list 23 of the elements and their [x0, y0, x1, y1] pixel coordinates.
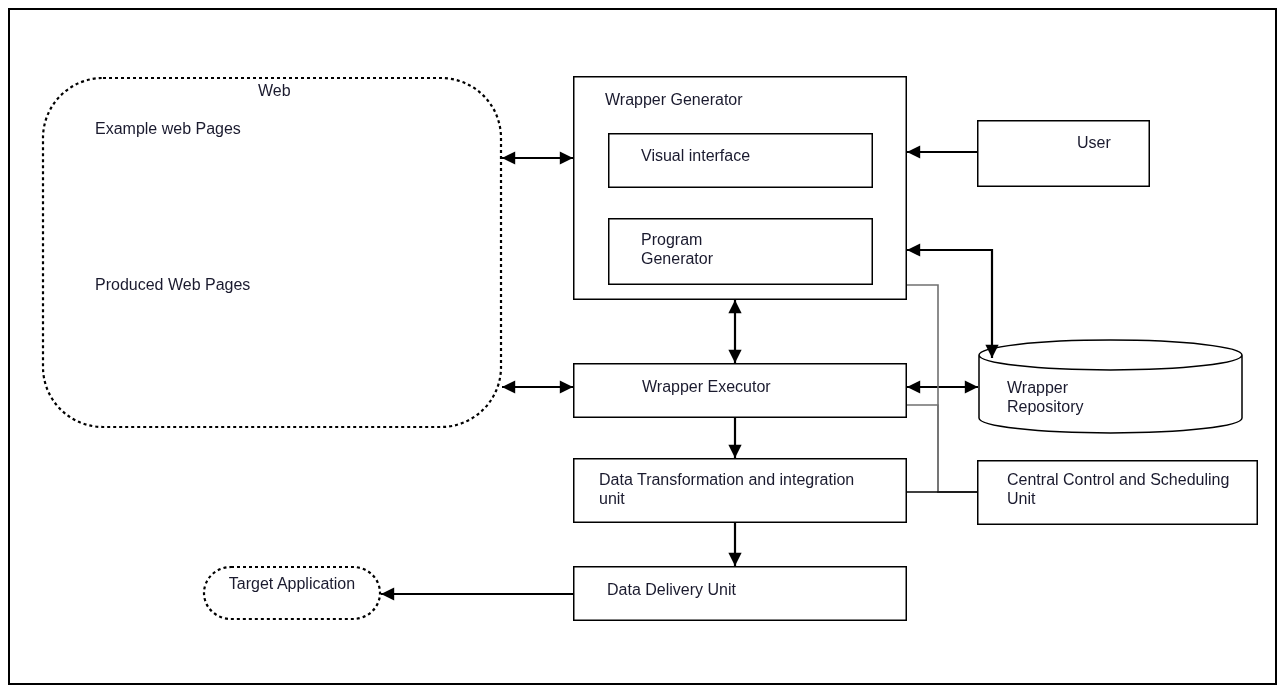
node-label: Central Control and Scheduling Unit	[1007, 470, 1231, 508]
arrow	[728, 300, 742, 363]
item-label: Produced Web Pages	[95, 275, 252, 294]
item-label: Example web Pages	[95, 119, 242, 138]
arrow	[728, 523, 742, 566]
arrow	[728, 418, 742, 458]
arrow	[381, 587, 573, 601]
arrow	[907, 380, 978, 394]
node-label: Data Delivery Unit	[607, 580, 737, 599]
node-label: Wrapper Repository	[1007, 378, 1085, 416]
group-heading: Web	[258, 81, 292, 100]
arrow	[907, 145, 977, 159]
arrow	[502, 380, 573, 394]
arrow	[502, 151, 573, 165]
node-label: User	[1077, 133, 1112, 152]
node-label: Program Generator	[641, 230, 715, 268]
node-label: Wrapper Generator	[605, 90, 744, 109]
connector-line	[906, 491, 978, 493]
arrow	[907, 243, 999, 358]
node-label: Visual interface	[641, 146, 752, 165]
node-label: Data Transformation and integration unit	[599, 470, 856, 508]
node-label: Target Application	[227, 574, 357, 593]
node-label: Wrapper Executor	[642, 377, 772, 396]
